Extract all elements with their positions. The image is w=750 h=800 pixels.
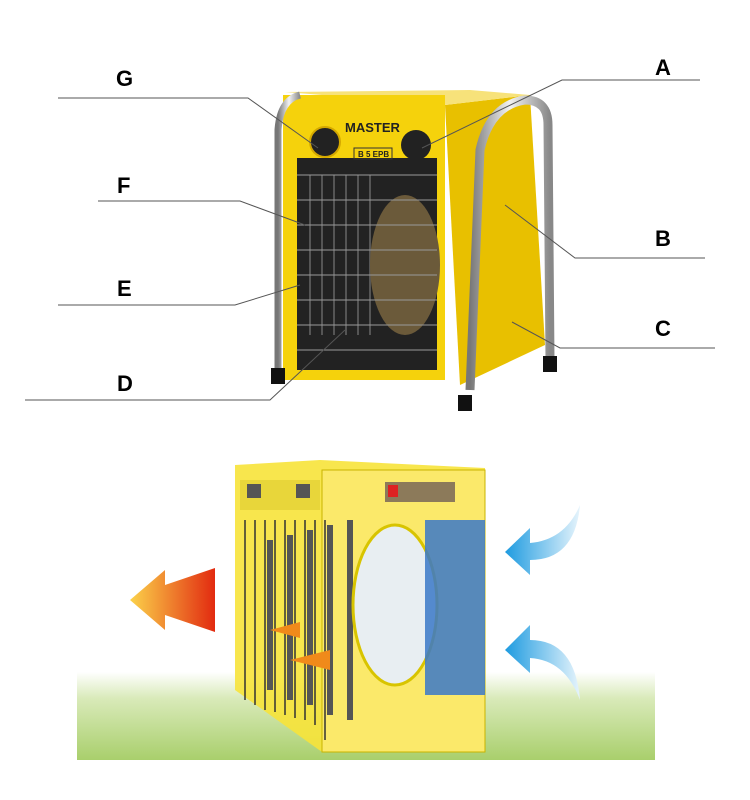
air-intake-filter — [425, 520, 485, 695]
label-a: A — [655, 55, 671, 80]
hot-air-outflow-arrow — [130, 568, 215, 632]
label-e: E — [117, 276, 132, 301]
cold-air-intake-arrow — [505, 505, 580, 575]
foot — [458, 395, 472, 411]
leader-lines — [25, 79, 715, 401]
label-b: B — [655, 226, 671, 251]
thermostat-knob — [309, 126, 341, 158]
fan — [351, 523, 439, 687]
control-block — [385, 482, 455, 502]
heater-side-panel — [445, 95, 545, 385]
heater-cutaway — [235, 460, 486, 753]
cold-air-intake-arrow — [505, 625, 580, 700]
heating-element — [309, 175, 371, 335]
label-g: G — [116, 66, 133, 91]
mode-switch-knob — [401, 130, 431, 160]
foot — [543, 356, 557, 372]
heater-photo: MASTER B 5 EPB — [271, 90, 557, 411]
label-f: F — [117, 173, 130, 198]
brand-logo: MASTER — [345, 120, 401, 135]
chrome-frame — [465, 95, 555, 391]
warm-air-arrow — [270, 622, 300, 638]
model-label: B 5 EPB — [358, 150, 389, 159]
fan — [370, 195, 440, 335]
label-d: D — [117, 371, 133, 396]
heating-element — [267, 520, 353, 720]
label-c: C — [655, 316, 671, 341]
foot — [271, 368, 285, 384]
warm-air-arrow — [290, 650, 330, 670]
